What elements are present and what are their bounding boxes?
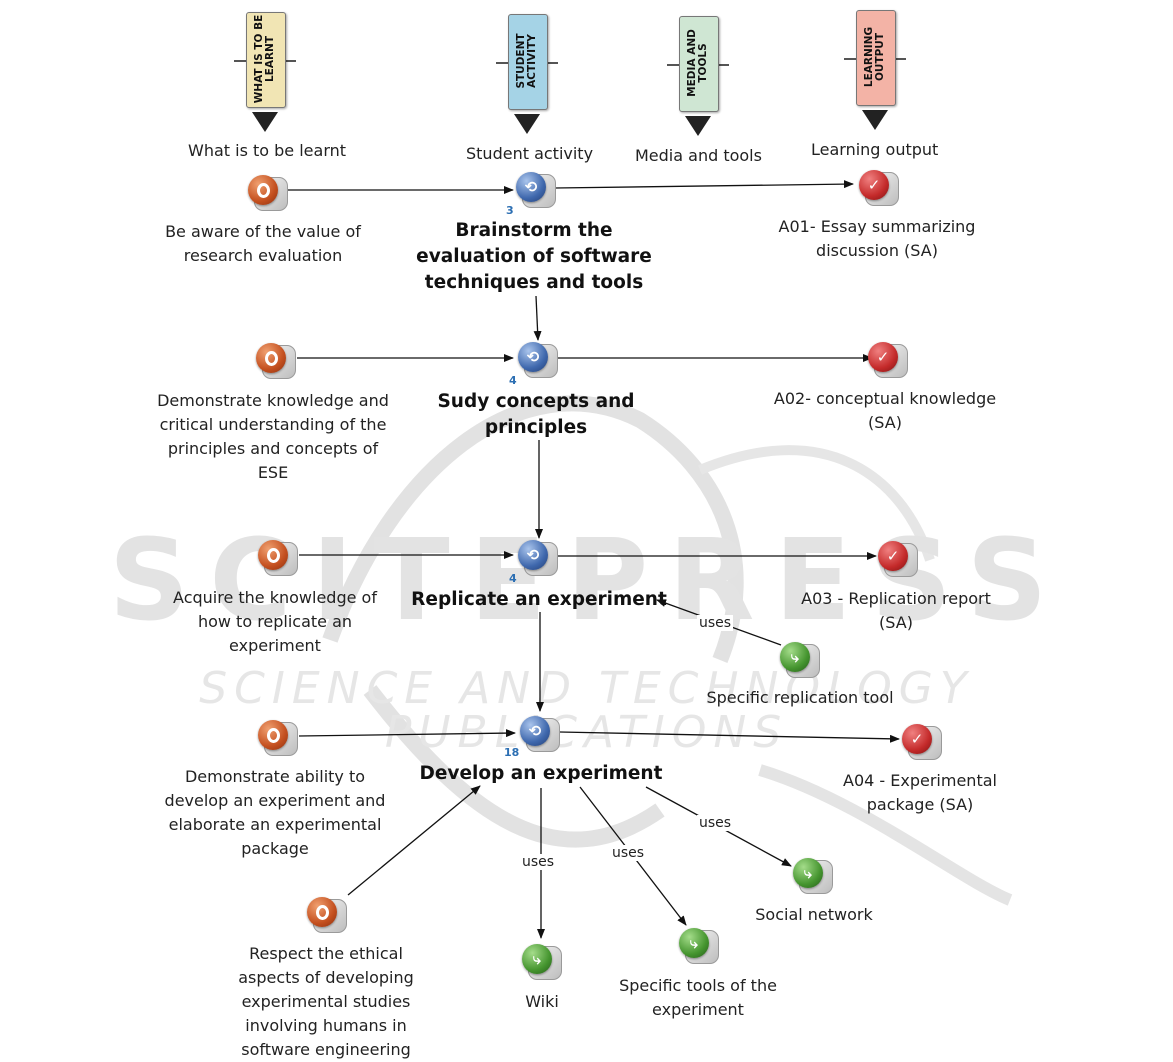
activity-icon: ⟲ <box>520 716 550 746</box>
wrench-icon: ⤷ <box>780 642 810 672</box>
activity-label-1: Brainstorm the evaluation of software te… <box>416 220 652 293</box>
wrench-icon: ⤷ <box>522 944 552 974</box>
activity-icon: ⟲ <box>516 172 546 202</box>
objective-icon <box>256 343 286 373</box>
edge-obj5-act4 <box>347 785 481 896</box>
tool-label-4: Wiki <box>525 992 559 1011</box>
output-label-2: A02- conceptual knowledge (SA) <box>773 389 997 432</box>
tool-node-specific-tools[interactable]: ⤷ <box>679 928 719 964</box>
edge-act1-out1 <box>554 180 854 189</box>
heading-student-activity: Student activity <box>466 144 594 163</box>
tag-arrow-icon <box>685 116 711 136</box>
output-node-1[interactable]: ✓ <box>859 170 899 206</box>
activity-label-4: Develop an experiment <box>419 763 663 784</box>
objective-label-1: Be aware of the value of research evalua… <box>165 222 361 265</box>
tool-node-specific-replication-tool[interactable]: ⤷ <box>780 642 820 678</box>
activity-node-4[interactable]: ⟲ <box>520 716 560 752</box>
objective-node-4[interactable] <box>258 720 298 756</box>
output-label-1: A01- Essay summarizing discussion (SA) <box>778 217 976 260</box>
objective-label-2: Demonstrate knowledge and critical under… <box>157 391 389 482</box>
output-node-3[interactable]: ✓ <box>878 541 918 577</box>
tag-label: MEDIA AND TOOLS <box>686 29 709 97</box>
checkmark-icon: ✓ <box>878 541 908 571</box>
tool-node-wiki[interactable]: ⤷ <box>522 944 562 980</box>
objective-label-3: Acquire the knowledge of how to replicat… <box>173 588 377 655</box>
output-label-3: A03 - Replication report (SA) <box>801 589 991 632</box>
checkmark-icon: ✓ <box>859 170 889 200</box>
tag-box <box>508 14 548 110</box>
tool-label-3: Specific tools of the experiment <box>619 976 777 1019</box>
objective-icon <box>258 540 288 570</box>
objective-node-1[interactable] <box>248 175 288 211</box>
objective-node-5[interactable] <box>307 897 347 933</box>
tag-label: LEARNING OUTPUT <box>863 26 886 88</box>
uses-label: uses <box>697 815 734 831</box>
tag-box <box>246 12 286 108</box>
heading-learning-output: Learning output <box>811 140 939 159</box>
activity-icon: ⟲ <box>518 540 548 570</box>
tool-node-social-network[interactable]: ⤷ <box>793 858 833 894</box>
activity-label-3: Replicate an experiment <box>411 589 667 610</box>
edge-act4-out4 <box>559 731 900 743</box>
objective-node-2[interactable] <box>256 343 296 379</box>
wrench-icon: ⤷ <box>679 928 709 958</box>
output-label-4: A04 - Experimental package (SA) <box>843 771 997 814</box>
tag-label: STUDENT ACTIVITY <box>515 33 538 89</box>
tool-label-1: Specific replication tool <box>706 688 894 707</box>
activity-count-1: 3 <box>506 204 514 217</box>
activity-node-2[interactable]: ⟲ <box>518 342 558 378</box>
activity-count-3: 4 <box>509 572 517 585</box>
edge-obj4-act4 <box>298 729 516 738</box>
activity-node-3[interactable]: ⟲ <box>518 540 558 576</box>
tag-box <box>856 10 896 106</box>
activity-count-2: 4 <box>509 374 517 387</box>
tag-label: WHAT IS TO BE LEARNT <box>253 14 276 104</box>
objective-label-5: Respect the ethical aspects of developin… <box>238 944 414 1059</box>
uses-label: uses <box>697 615 734 631</box>
objective-icon <box>307 897 337 927</box>
tool-label-2: Social network <box>755 905 873 924</box>
uses-label: uses <box>610 845 647 861</box>
tag-arrow-icon <box>514 114 540 134</box>
uses-label: uses <box>520 854 557 870</box>
objective-label-4: Demonstrate ability to develop an experi… <box>164 767 386 858</box>
activity-icon: ⟲ <box>518 342 548 372</box>
objective-icon <box>248 175 278 205</box>
edge-act1-act2 <box>533 295 542 341</box>
activity-node-1[interactable]: ⟲ <box>516 172 556 208</box>
activity-label-2: Sudy concepts and principles <box>437 391 635 438</box>
tag-arrow-icon <box>862 110 888 130</box>
checkmark-icon: ✓ <box>868 342 898 372</box>
checkmark-icon: ✓ <box>902 724 932 754</box>
heading-what-is-to-be-learnt: What is to be learnt <box>188 141 347 160</box>
activity-count-4: 18 <box>504 746 520 759</box>
output-node-4[interactable]: ✓ <box>902 724 942 760</box>
objective-node-3[interactable] <box>258 540 298 576</box>
wrench-icon: ⤷ <box>793 858 823 888</box>
tag-box <box>679 16 719 112</box>
tag-arrow-icon <box>252 112 278 132</box>
output-node-2[interactable]: ✓ <box>868 342 908 378</box>
heading-media-and-tools: Media and tools <box>635 146 762 165</box>
objective-icon <box>258 720 288 750</box>
